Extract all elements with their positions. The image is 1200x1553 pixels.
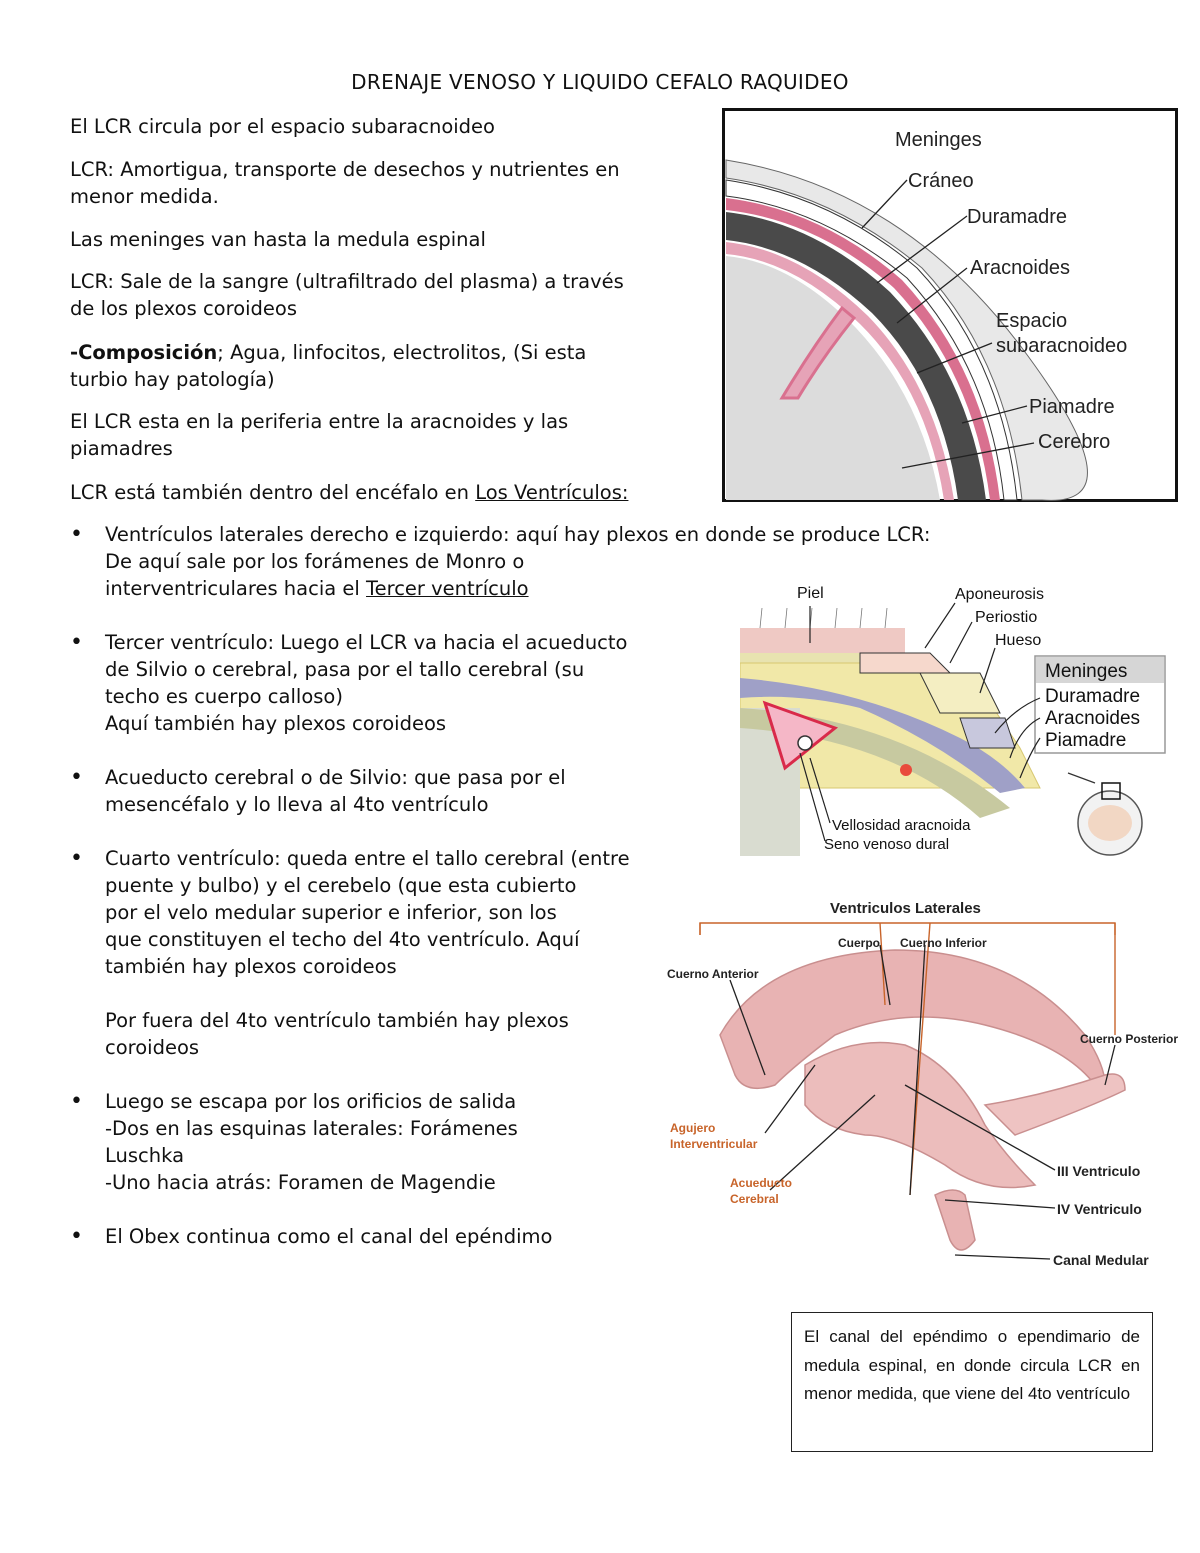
text-line: techo es cuerpo calloso) (105, 685, 343, 708)
text-span: LCR está también dentro del encéfalo en (70, 481, 476, 504)
fig1-label: Aracnoides (970, 257, 1070, 279)
tercer-ventriculo-underlined: Tercer ventrículo (366, 577, 529, 600)
paragraph-lcr-circula: El LCR circula por el espacio subaracnoi… (70, 115, 495, 138)
fig2-label: Meninges (1045, 661, 1127, 682)
paragraph-meninges: Las meninges van hasta la medula espinal (70, 228, 486, 251)
fig3-label: Cerebral (730, 1192, 779, 1206)
scalp-hair (759, 607, 888, 629)
fig3-label: III Ventriculo (1057, 1163, 1140, 1179)
ventricle-shapes (719, 949, 1126, 1251)
text-line: por el velo medular superior e inferior,… (105, 901, 557, 924)
text-line: LCR: Amortigua, transporte de desechos y… (70, 158, 620, 181)
text-line: coroideos (105, 1036, 200, 1059)
text-line: -Composición; Agua, linfocitos, electrol… (70, 339, 700, 366)
text-line: Luschka (105, 1144, 185, 1167)
text-span: ; Agua, linfocitos, electrolitos, (Si es… (217, 341, 587, 364)
text-line: El Obex continua como el canal del epénd… (105, 1225, 553, 1248)
composicion-label: -Composición (70, 341, 218, 364)
fig3-label: Cuerpo (838, 936, 880, 950)
text-line: también hay plexos coroideos (105, 955, 397, 978)
fig2-label: Aponeurosis (955, 586, 1044, 603)
text-line: de Silvio o cerebral, pasa por el tallo … (105, 658, 585, 681)
text-line: Aquí también hay plexos coroideos (105, 712, 447, 735)
fig3-label: Cuerno Posterior (1080, 1032, 1178, 1046)
fig3-label: Cuerno Inferior (900, 936, 987, 950)
text-line: -Dos en las esquinas laterales: Forámene… (105, 1117, 518, 1140)
fig3-label: Agujero (670, 1121, 715, 1135)
fig3-label: IV Ventriculo (1057, 1201, 1142, 1217)
scalp-layers (740, 628, 1041, 856)
fig2-label: Periostio (975, 609, 1037, 626)
list-item: Luego se escapa por los orificios de sal… (70, 1088, 1070, 1223)
head-thumbnail-icon (1067, 772, 1143, 856)
paragraph-composicion: -Composición; Agua, linfocitos, electrol… (70, 339, 700, 393)
meninges-labels: Meninges Cráneo Duramadre Aracnoides Esp… (895, 129, 1127, 453)
ventriculos-underlined: Los Ventrículos: (475, 481, 629, 504)
text-line: -Uno hacia atrás: Foramen de Magendie (105, 1171, 496, 1194)
list-item: El Obex continua como el canal del epénd… (70, 1223, 1070, 1250)
text-line: mesencéfalo y lo lleva al 4to ventrículo (105, 793, 489, 816)
fig1-label: subaracnoideo (996, 335, 1127, 357)
fig1-label: Espacio (996, 310, 1067, 332)
fig2-label: Piamadre (1045, 730, 1126, 751)
fig3-label: Ventriculos Laterales (830, 900, 981, 917)
text-line: interventriculares hacia el Tercer ventr… (105, 575, 1070, 602)
meninges-layers (725, 159, 1088, 501)
fig2-label: Duramadre (1045, 686, 1140, 707)
paragraph-periferia: El LCR esta en la periferia entre la ara… (70, 408, 700, 462)
fig1-label: Meninges (895, 129, 982, 151)
fig2-label: Aracnoides (1045, 708, 1140, 729)
paragraph-lcr-sale: LCR: Sale de la sangre (ultrafiltrado de… (70, 268, 700, 322)
text-line: LCR: Sale de la sangre (ultrafiltrado de… (70, 270, 624, 293)
text-line: Cuarto ventrículo: queda entre el tallo … (105, 847, 630, 870)
fig1-label: Piamadre (1029, 396, 1115, 418)
text-line: menor medida. (70, 185, 219, 208)
fig3-label: Canal Medular (1053, 1252, 1149, 1268)
text-line: Luego se escapa por los orificios de sal… (105, 1090, 517, 1113)
text-line: de los plexos coroideos (70, 297, 298, 320)
meninges-legend-header (1036, 657, 1164, 683)
text-line: El LCR esta en la periferia entre la ara… (70, 410, 569, 433)
leader-lines (799, 602, 1041, 842)
fig3-label: Cuerno Anterior (667, 967, 759, 981)
fig3-label: Acueducto (730, 1176, 792, 1190)
bullet-list: Ventrículos laterales derecho e izquierd… (70, 521, 1070, 1250)
list-item: Acueducto cerebral o de Silvio: que pasa… (70, 764, 1070, 845)
fig2-label: Vellosidad aracnoida (832, 817, 971, 834)
fig2-label: Seno venoso dural (824, 836, 949, 853)
text-line: que constituyen el techo del 4to ventríc… (105, 928, 580, 951)
text-line: turbio hay patología) (70, 368, 275, 391)
ventricle-labels: Ventriculos Laterales Cuerpo Cuerno Infe… (667, 900, 1178, 1268)
ependimo-note-box: El canal del epéndimo o ependimario de m… (791, 1312, 1153, 1452)
meninges-diagram: Meninges Cráneo Duramadre Aracnoides Esp… (722, 108, 1178, 502)
text-line: Ventrículos laterales derecho e izquierd… (105, 523, 931, 546)
text-line: Acueducto cerebral o de Silvio: que pasa… (105, 766, 566, 789)
fig1-label: Cráneo (908, 170, 974, 192)
ventricles-diagram: Ventriculos Laterales Cuerpo Cuerno Infe… (667, 900, 1178, 1268)
text-line: Por fuera del 4to ventrículo también hay… (105, 1009, 569, 1032)
list-item: Ventrículos laterales derecho e izquierd… (70, 521, 1070, 629)
scalp-layers-diagram: Piel Aponeurosis Periostio Hueso Meninge… (740, 585, 1166, 856)
text-line: De aquí sale por los forámenes de Monro … (105, 550, 525, 573)
fig3-label: Interventricular (670, 1137, 758, 1151)
fig2-label: Piel (797, 585, 824, 602)
text-line: piamadres (70, 437, 173, 460)
paragraph-lcr-amortigua: LCR: Amortigua, transporte de desechos y… (70, 156, 700, 210)
text-line: puente y bulbo) y el cerebelo (que esta … (105, 874, 577, 897)
list-item: Cuarto ventrículo: queda entre el tallo … (70, 845, 1070, 1088)
text-line: Tercer ventrículo: Luego el LCR va hacia… (105, 631, 628, 654)
list-item: Tercer ventrículo: Luego el LCR va hacia… (70, 629, 1070, 764)
leader-lines (861, 179, 1035, 469)
paragraph-ventriculos: LCR está también dentro del encéfalo en … (70, 479, 700, 506)
text-span: interventriculares hacia el (105, 577, 367, 600)
fig1-label: Cerebro (1038, 431, 1110, 453)
leader-lines (729, 944, 1116, 1260)
fig2-label: Hueso (995, 632, 1041, 649)
fig1-label: Duramadre (967, 206, 1067, 228)
page-title: DRENAJE VENOSO Y LIQUIDO CEFALO RAQUIDEO (351, 70, 849, 94)
scalp-labels: Piel Aponeurosis Periostio Hueso Meninge… (797, 585, 1140, 853)
